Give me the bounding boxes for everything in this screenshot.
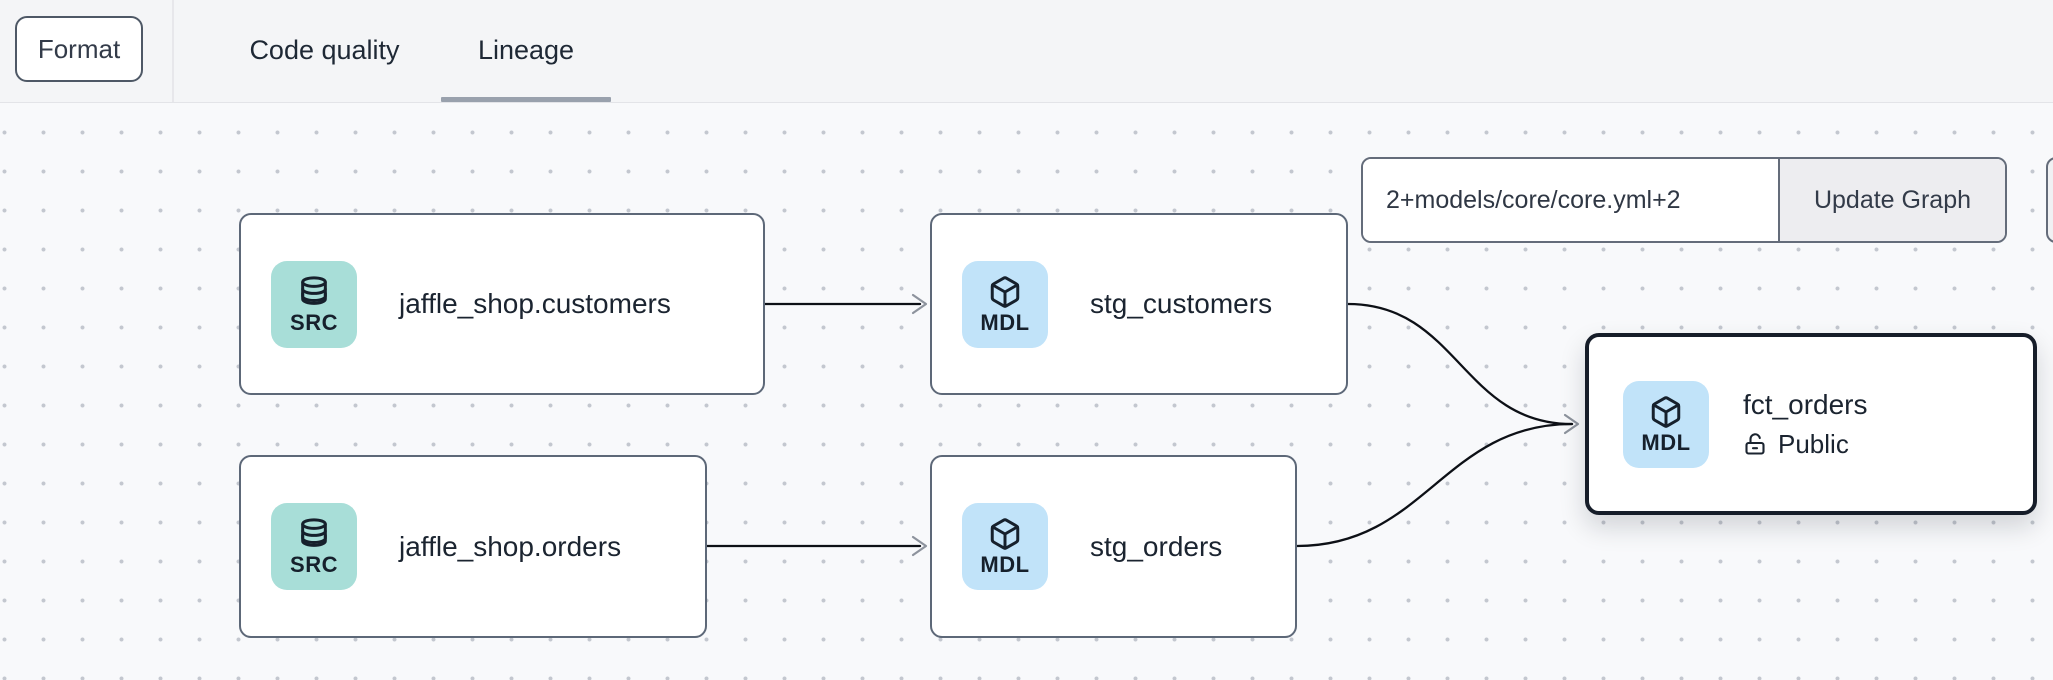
database-icon: [301, 275, 327, 305]
model-type-badge: MDL: [962, 260, 1048, 348]
database-icon: [301, 518, 327, 547]
tab-lineage[interactable]: Lineage: [477, 34, 575, 65]
access-label: Public: [1778, 428, 1849, 459]
node-text-block: fct_orders Public: [1743, 389, 1868, 460]
lineage-node-jaffle-shop-customers[interactable]: SRC jaffle_shop.customers: [239, 213, 765, 395]
lineage-node-jaffle-shop-orders[interactable]: SRC jaffle_shop.orders: [239, 455, 707, 638]
node-type-label: SRC: [290, 552, 338, 577]
active-tab-underline: [441, 97, 611, 102]
node-type-label: MDL: [980, 552, 1030, 577]
lineage-selector-group: Update Graph: [1361, 157, 2007, 243]
access-row: Public: [1743, 429, 1868, 460]
unlock-icon: [1745, 433, 1765, 455]
model-type-badge: MDL: [1623, 380, 1709, 468]
editor-toolbar: Format Code quality Lineage: [0, 0, 2053, 103]
node-type-label: SRC: [290, 309, 338, 335]
cutoff-right-button[interactable]: [2046, 157, 2053, 243]
source-type-badge: SRC: [271, 503, 357, 590]
cube-icon: [1651, 395, 1681, 428]
update-graph-button[interactable]: Update Graph: [1778, 159, 2005, 241]
toolbar-divider: [172, 0, 174, 102]
node-label: stg_customers: [1090, 288, 1273, 319]
node-label: jaffle_shop.customers: [399, 288, 671, 319]
model-type-badge: MDL: [962, 503, 1048, 590]
source-type-badge: SRC: [271, 260, 357, 348]
lineage-selector-input[interactable]: [1363, 159, 1778, 241]
node-type-label: MDL: [980, 309, 1030, 335]
node-type-label: MDL: [1641, 429, 1691, 455]
cube-icon: [990, 275, 1020, 308]
node-label: jaffle_shop.orders: [399, 530, 622, 562]
lineage-node-fct-orders-selected[interactable]: MDL fct_orders Public: [1585, 333, 2037, 515]
node-label: stg_orders: [1090, 530, 1223, 562]
node-label: fct_orders: [1743, 388, 1868, 420]
format-button[interactable]: Format: [15, 16, 143, 82]
lineage-node-stg-orders[interactable]: MDL stg_orders: [930, 455, 1297, 638]
lineage-node-stg-customers[interactable]: MDL stg_customers: [930, 213, 1348, 395]
tab-code-quality[interactable]: Code quality: [249, 34, 400, 65]
cube-icon: [990, 518, 1020, 550]
